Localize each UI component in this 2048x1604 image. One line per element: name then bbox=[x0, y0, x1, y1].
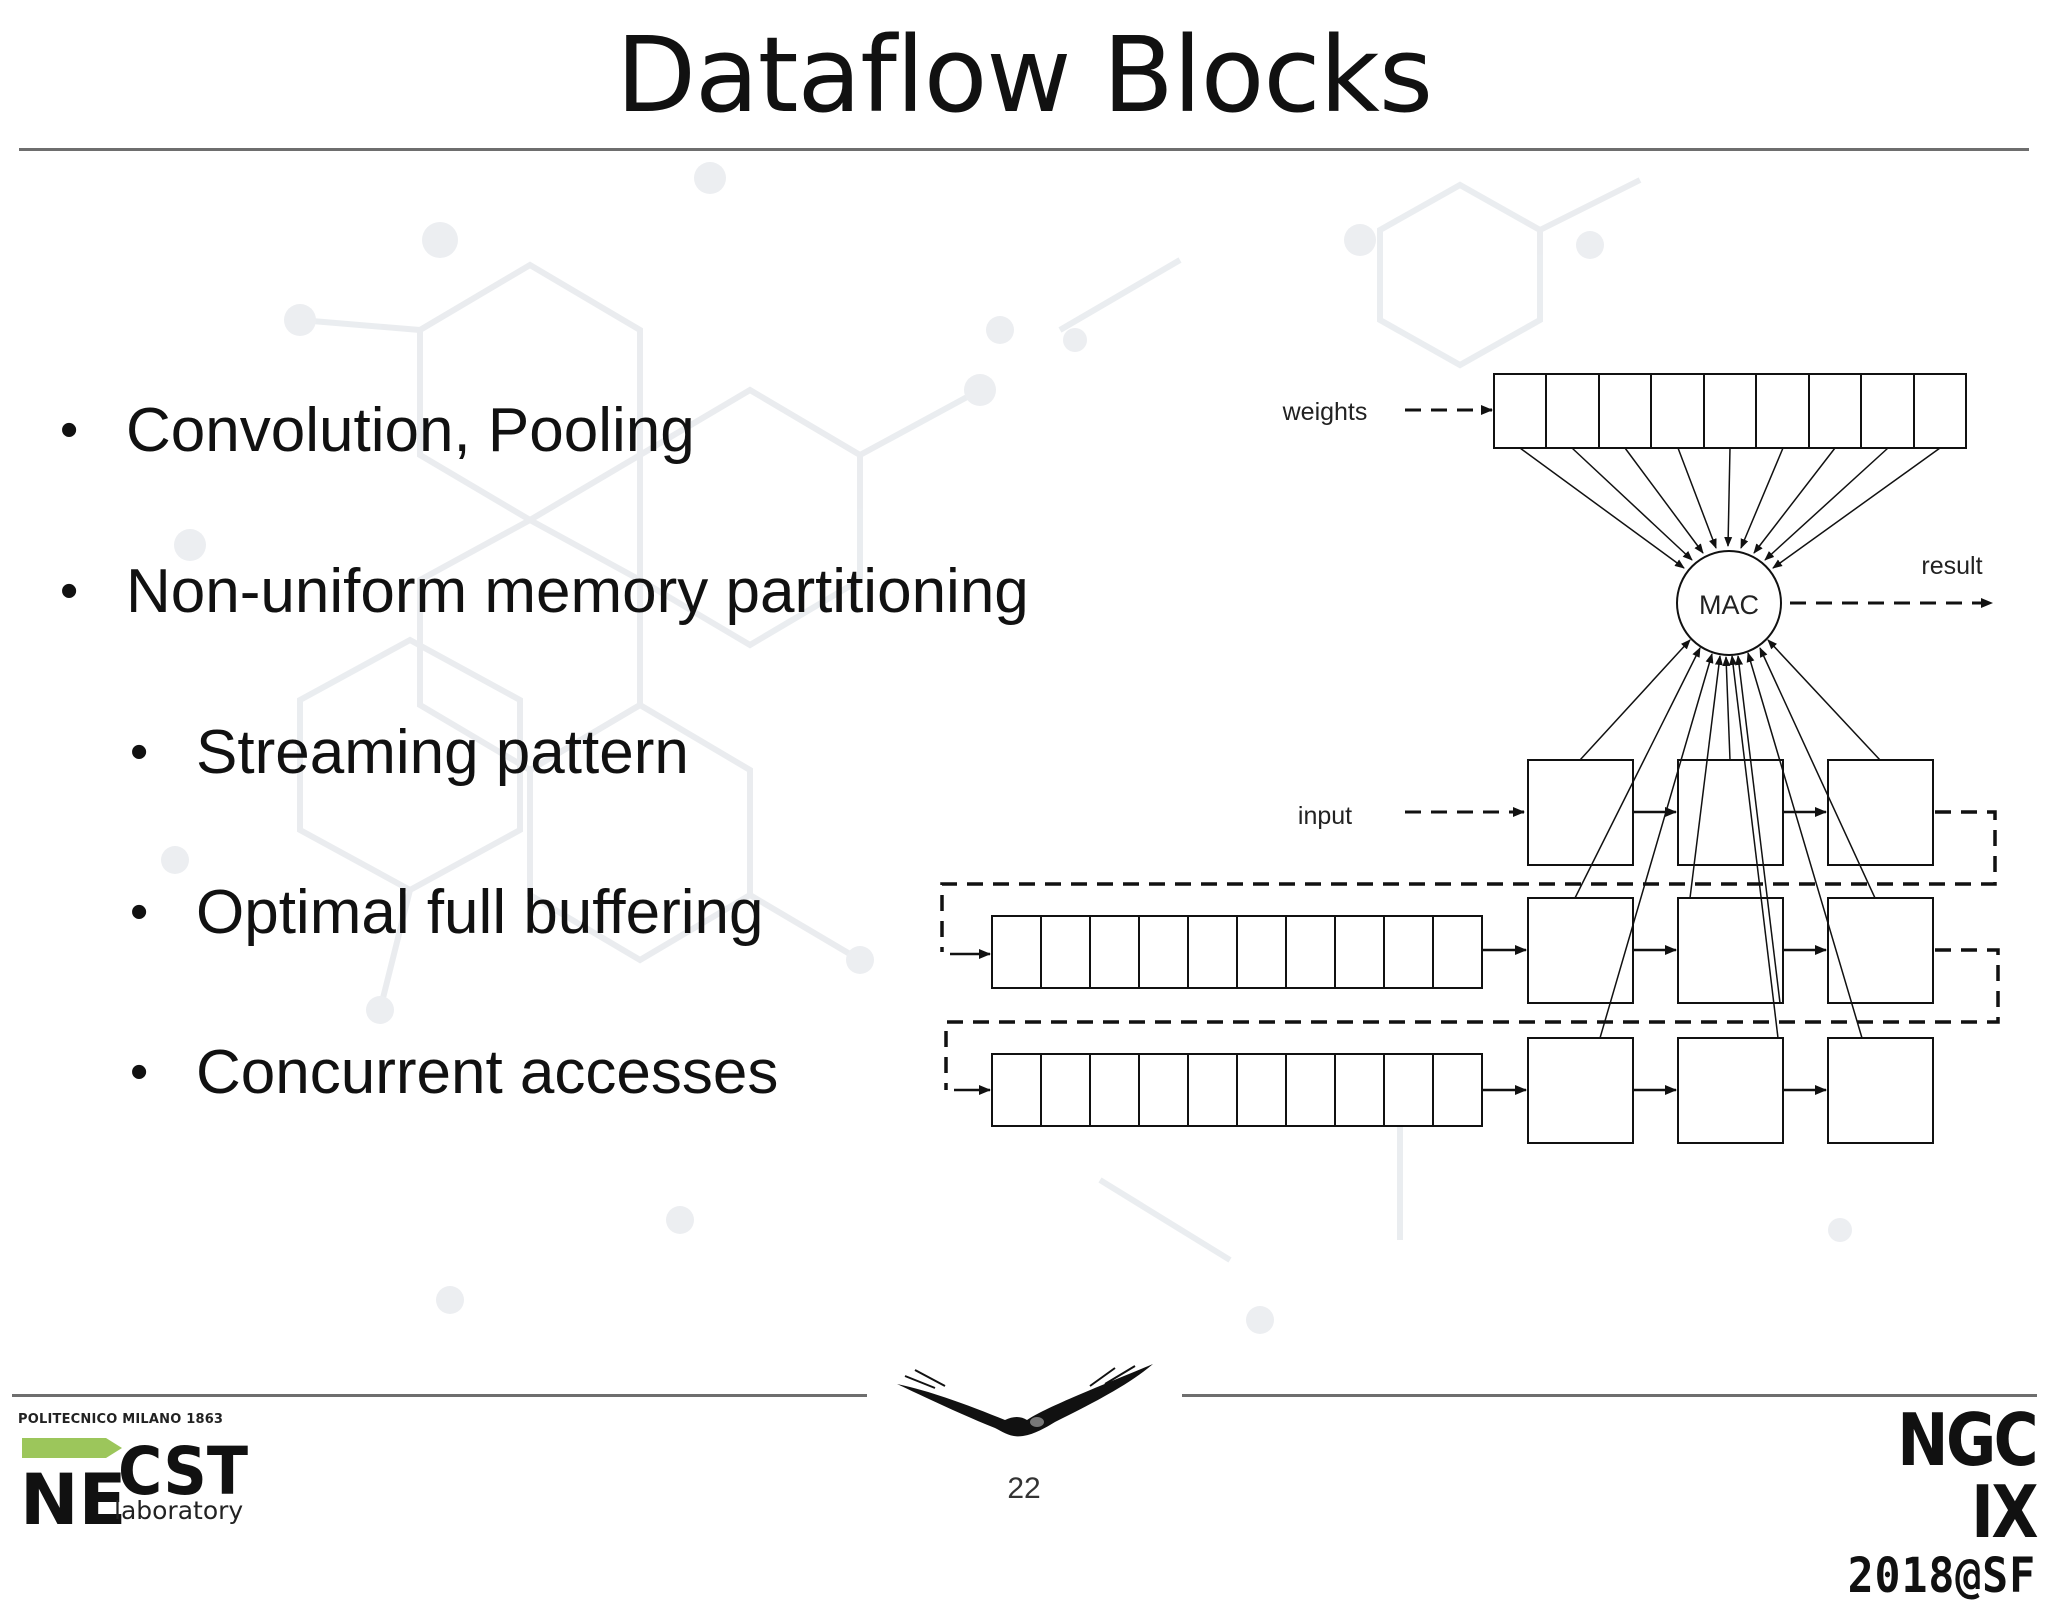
line-buffer-2 bbox=[991, 1053, 1483, 1127]
condor-icon bbox=[897, 1364, 1153, 1437]
window-registers bbox=[1527, 759, 1934, 1144]
feedback-paths bbox=[940, 810, 2000, 1090]
necst-mark: NE CST bbox=[20, 1433, 248, 1528]
feedback-entry-arrows bbox=[950, 949, 991, 1095]
bullet-text: Optimal full buffering bbox=[196, 878, 764, 947]
footer-divider-left bbox=[12, 1394, 867, 1397]
ngc-year: 2018@SF bbox=[1847, 1548, 2036, 1604]
footer-divider-right bbox=[1182, 1394, 2037, 1397]
bullet-dot-icon: • bbox=[130, 723, 149, 781]
weights-label: weights bbox=[1282, 398, 1368, 426]
bullet-dot-icon: • bbox=[130, 883, 149, 941]
background-molecule-pattern bbox=[161, 162, 1852, 1334]
bullet-list: • Convolution, Pooling • Non-uniform mem… bbox=[0, 0, 1100, 1200]
line-buffer-1 bbox=[991, 915, 1483, 989]
ngc-logo: NGC IX 2018@SF bbox=[1776, 1404, 2039, 1600]
necst-logo: POLITECNICO MILANO 1863 NE CST laborator… bbox=[18, 1412, 278, 1528]
bullet-text: Streaming pattern bbox=[196, 718, 689, 787]
bullet-dot-icon: • bbox=[60, 401, 79, 459]
dataflow-diagram: weights input result MAC bbox=[940, 373, 2000, 1144]
weights-register bbox=[1493, 373, 1967, 449]
bullet-dot-icon: • bbox=[130, 1043, 149, 1101]
slide-title: Dataflow Blocks bbox=[615, 14, 1433, 136]
window-shift-arrows bbox=[1482, 807, 1827, 1095]
logo-cst: CST bbox=[118, 1433, 248, 1510]
logo-ne: NE bbox=[20, 1459, 126, 1528]
weight-to-mac-arrows bbox=[1519, 447, 1941, 569]
mac-unit bbox=[1676, 550, 1782, 656]
bullet-text: Convolution, Pooling bbox=[126, 396, 695, 465]
mac-label: MAC bbox=[1699, 590, 1759, 620]
title-divider bbox=[19, 148, 2029, 151]
logo-laboratory: laboratory bbox=[114, 1496, 244, 1525]
bullet-text: Concurrent accesses bbox=[196, 1038, 779, 1107]
polimi-label: POLITECNICO MILANO 1863 bbox=[18, 1412, 224, 1427]
result-label: result bbox=[1921, 552, 1982, 580]
input-label: input bbox=[1298, 802, 1352, 830]
page-number: 22 bbox=[1007, 1472, 1041, 1505]
window-to-mac-arrows bbox=[1574, 639, 1881, 1039]
bullet-dot-icon: • bbox=[60, 562, 79, 620]
ngc-title: NGC IX bbox=[1897, 1398, 2038, 1554]
bullet-text: Non-uniform memory partitioning bbox=[126, 557, 1029, 626]
